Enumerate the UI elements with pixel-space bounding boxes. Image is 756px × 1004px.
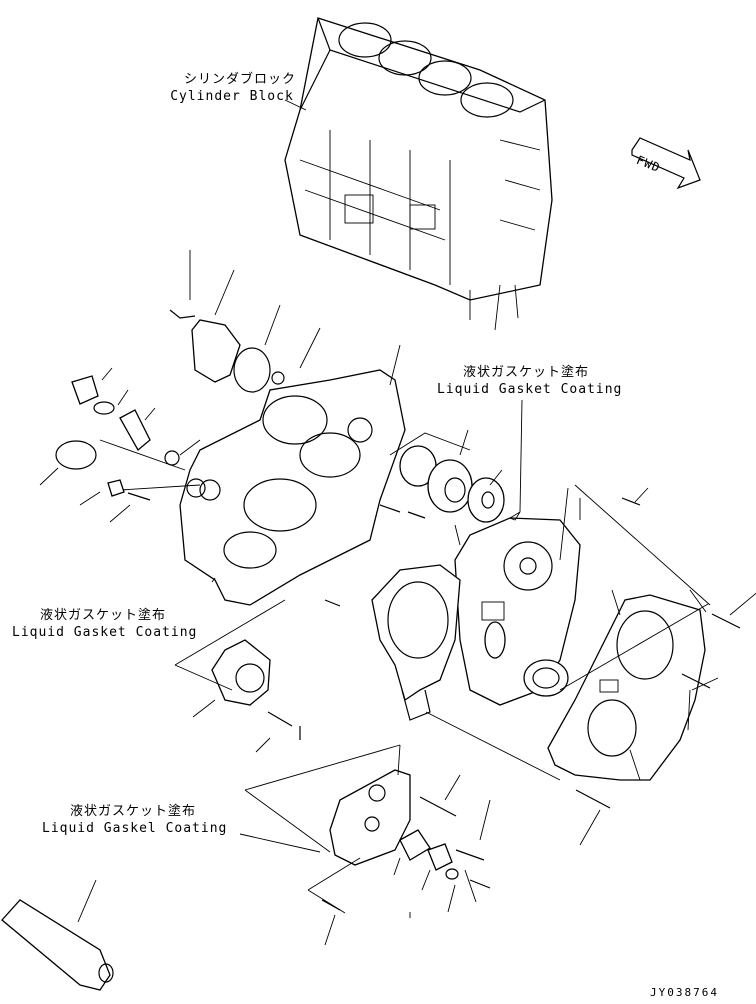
liquid-gasket-label-3-jp: 液状ガスケット塗布	[69, 804, 196, 819]
cylinder-block-label-en: Cylinder Block	[170, 89, 294, 104]
water-pump	[192, 639, 301, 753]
liquid-gasket-label-2-en: Liquid Gasket Coating	[12, 625, 198, 640]
bolts	[321, 487, 756, 946]
front-cover	[99, 369, 406, 606]
large-cover-plate	[547, 589, 707, 781]
leader-lines	[174, 99, 711, 914]
fwd-arrow	[631, 137, 701, 190]
cylinder-block-label-jp: シリンダブロック	[183, 72, 296, 87]
cylinder-block	[284, 17, 553, 331]
liquid-gasket-label-1-en: Liquid Gasket Coating	[437, 382, 623, 397]
bottom-cover	[329, 744, 459, 918]
liquid-gasket-label-3-en: Liquid Gaskel Coating	[42, 821, 228, 836]
liquid-gasket-label-2-jp: 液状ガスケット塗布	[39, 608, 166, 623]
housing-ring	[371, 564, 461, 721]
gears	[379, 429, 505, 546]
upper-left-parts	[39, 250, 401, 523]
drawing-id: JY038764	[650, 986, 719, 999]
liquid-gasket-label-1-jp: 液状ガスケット塗布	[462, 365, 589, 380]
gear-case-plate	[454, 517, 581, 706]
sealant-tube	[1, 879, 114, 991]
